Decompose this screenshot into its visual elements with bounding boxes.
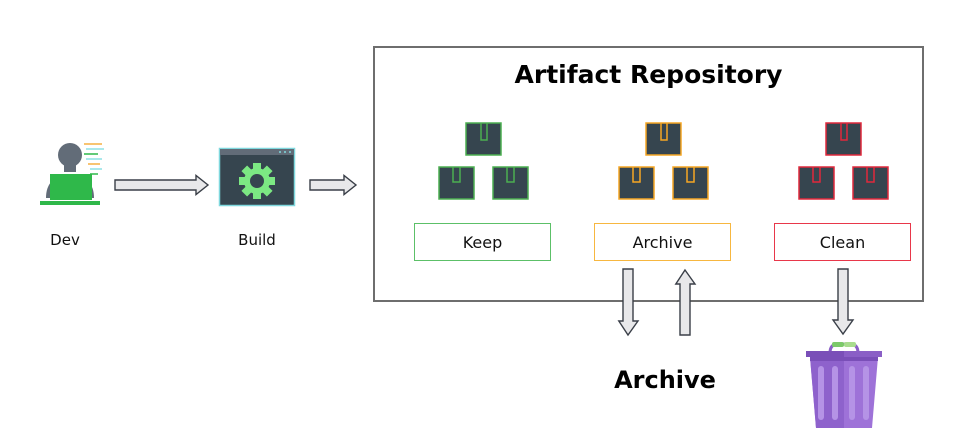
trash-can-icon (806, 342, 882, 428)
arrow-dev-to-build (114, 174, 210, 196)
arrow-up-from-archive (674, 268, 697, 336)
clean-artifacts-icon (798, 122, 889, 200)
clean-label: Clean (819, 232, 866, 252)
developer-icon (40, 143, 104, 205)
build-label: Build (238, 231, 276, 249)
arrow-down-to-archive (617, 268, 640, 337)
archive-artifacts-icon (618, 122, 709, 200)
keep-policy-button[interactable]: Keep (414, 223, 551, 261)
archive-policy-button[interactable]: Archive (594, 223, 731, 261)
dev-label: Dev (50, 231, 80, 249)
archive-policy-label: Archive (632, 232, 693, 252)
arrow-build-to-repo (309, 174, 358, 196)
arrow-down-to-trash (831, 268, 855, 336)
archive-storage-label: Archive (614, 366, 716, 394)
repository-title: Artifact Repository (514, 60, 783, 89)
keep-label: Keep (462, 232, 503, 252)
gear-window-icon (218, 147, 296, 207)
clean-policy-button[interactable]: Clean (774, 223, 911, 261)
keep-artifacts-icon (438, 122, 529, 200)
